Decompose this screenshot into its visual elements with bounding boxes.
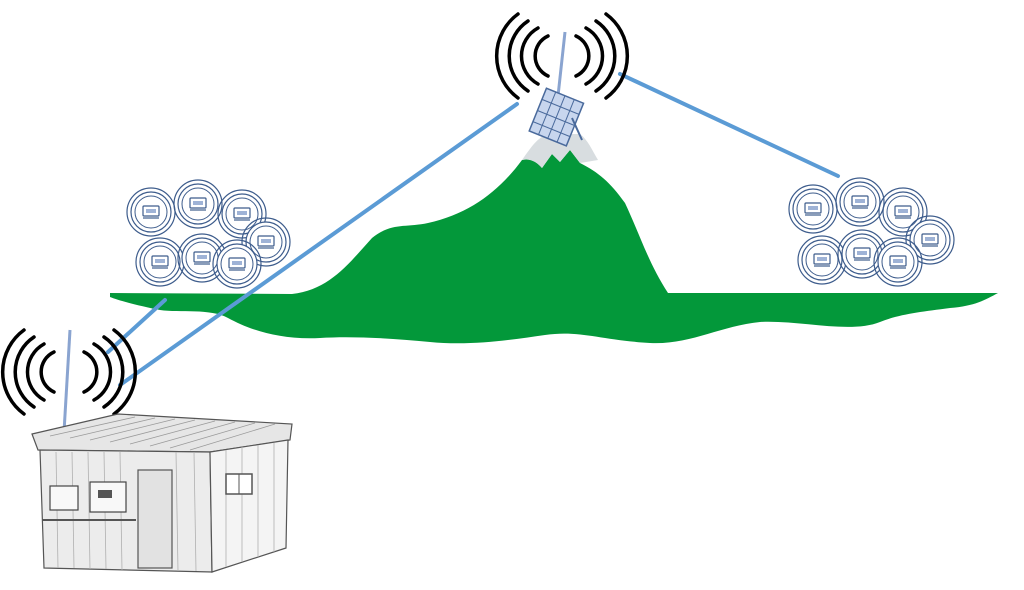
equipment-shelter-icon <box>31 413 293 573</box>
gateway-antenna-icon <box>0 328 138 433</box>
terrain <box>110 134 998 344</box>
wireless-links <box>106 72 840 387</box>
solar-repeater-icon <box>494 12 630 147</box>
link-left-cluster-to-gateway <box>106 298 167 354</box>
radio-waves-icon <box>494 12 630 100</box>
sensor-cluster-right <box>788 177 955 287</box>
wireless-sensor-icon <box>126 187 176 237</box>
wireless-sensor-icon <box>835 177 885 227</box>
link-repeater-to-right-cluster <box>618 72 840 178</box>
wireless-sensor-icon <box>837 229 887 279</box>
wireless-sensor-icon <box>135 237 185 287</box>
wireless-sensor-icon <box>788 184 838 234</box>
radio-waves-icon <box>0 328 138 416</box>
wireless-sensor-icon <box>873 237 923 287</box>
snow-cap <box>522 134 598 168</box>
wireless-sensor-icon <box>212 239 262 289</box>
landscape-ground <box>110 150 998 344</box>
wireless-sensor-icon <box>173 179 223 229</box>
link-repeater-to-gateway <box>118 102 519 387</box>
sensor-cluster-left <box>126 179 291 289</box>
